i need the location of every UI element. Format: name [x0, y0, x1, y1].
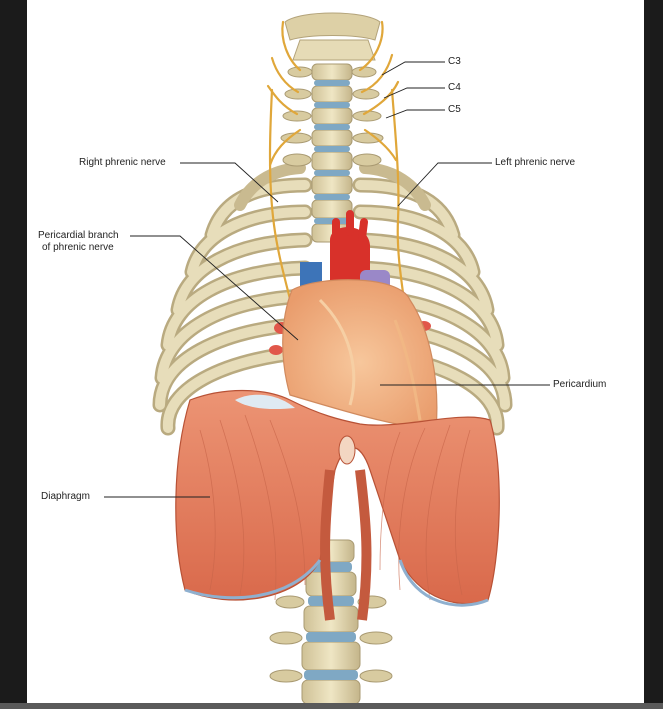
label-pericardial-branch: Pericardial branch of phrenic nerve [38, 230, 119, 254]
label-pericardium: Pericardium [553, 379, 607, 390]
label-c4: C4 [448, 82, 461, 93]
diaphragm-muscle [175, 389, 500, 621]
label-c3: C3 [448, 56, 461, 67]
background-right [644, 0, 663, 709]
label-pericardial-branch-line2: of phrenic nerve [42, 242, 114, 253]
leader-lines [104, 61, 550, 498]
background-left [0, 0, 27, 709]
label-diaphragm: Diaphragm [41, 491, 90, 502]
vertebral-column [269, 12, 393, 705]
bottom-bar [0, 703, 663, 709]
label-right-phrenic-nerve: Right phrenic nerve [79, 157, 166, 168]
label-c5: C5 [448, 104, 461, 115]
label-pericardial-branch-line1: Pericardial branch [38, 230, 119, 241]
rib-cage [152, 162, 513, 436]
label-left-phrenic-nerve: Left phrenic nerve [495, 157, 576, 168]
